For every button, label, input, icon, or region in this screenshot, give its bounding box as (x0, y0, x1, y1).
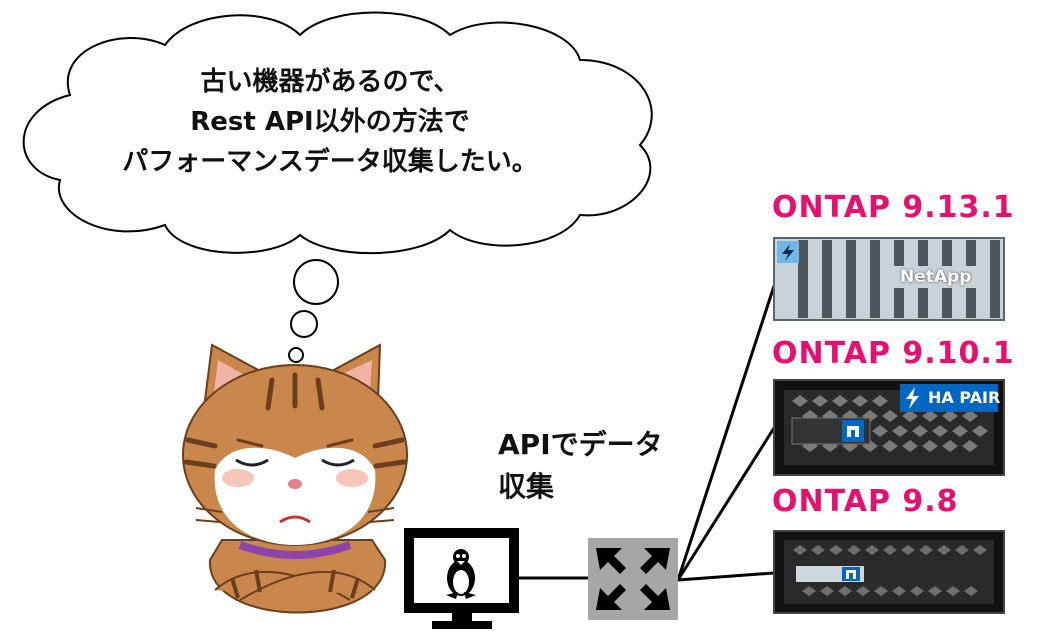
thought-text: 古い機器があるので、 Rest API以外の方法で パフォーマンスデータ収集した… (60, 62, 600, 182)
thought-line-2: Rest API以外の方法で (190, 107, 470, 137)
thought-cloud (22, 11, 653, 255)
version-label-9-13-1: ONTAP 9.13.1 (772, 190, 1015, 225)
netapp-logo-plate (892, 266, 984, 288)
api-collect-label: APIでデータ 収集 (498, 424, 663, 508)
api-label-line-2: 収集 (498, 470, 555, 503)
netapp-brand-label: NetApp (900, 267, 972, 287)
thought-line-1: 古い機器があるので、 (200, 67, 460, 97)
version-label-9-10-1: ONTAP 9.10.1 (772, 336, 1015, 371)
ha-pair-badge (900, 384, 998, 412)
api-label-line-1: APIでデータ (498, 428, 663, 461)
version-label-9-8: ONTAP 9.8 (772, 484, 959, 519)
thought-bubble-small (288, 347, 304, 363)
thought-bubble-large (293, 259, 339, 305)
cat-thinking (182, 343, 408, 614)
network-cables (518, 285, 776, 582)
ha-pair-label: HA PAIR (928, 388, 1001, 407)
thought-line-3: パフォーマンスデータ収集したい。 (122, 147, 538, 177)
lightning-bolt-icon (777, 241, 799, 263)
arrows-out-icon (596, 548, 670, 610)
thought-bubble-medium (290, 310, 318, 338)
linux-tux-icon (446, 549, 476, 599)
storage-device-9-8 (773, 530, 1005, 614)
